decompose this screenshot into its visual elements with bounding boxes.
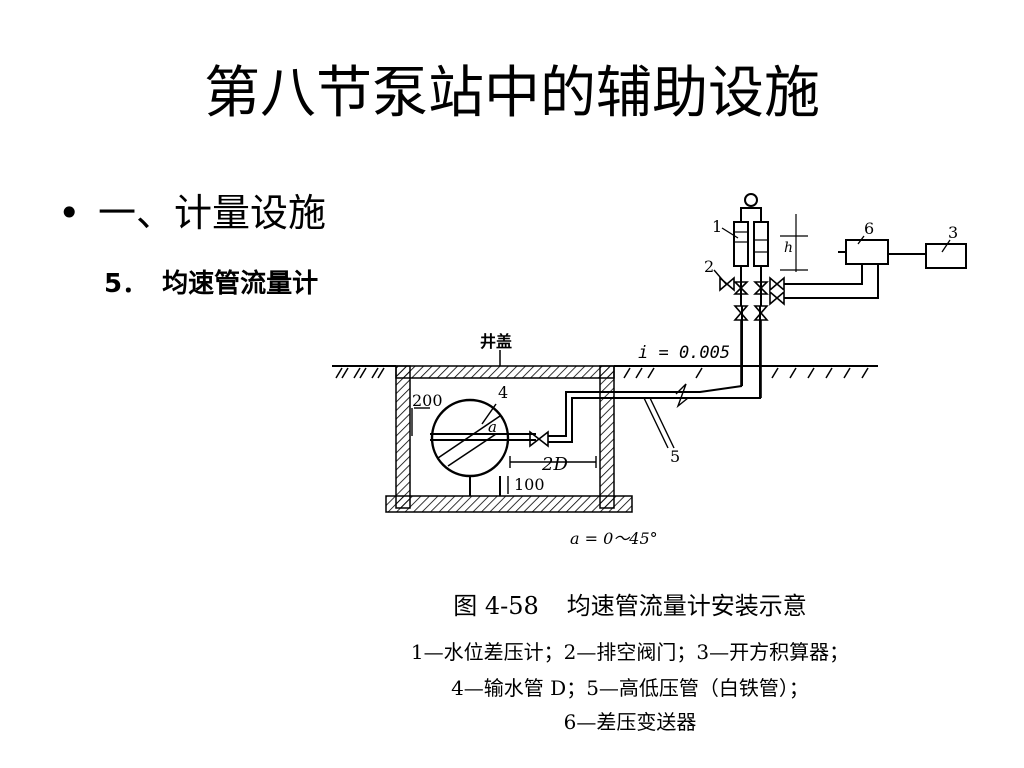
slide-title: 第八节泵站中的辅助设施 [204,61,820,126]
label-angle-a: a [488,418,497,436]
water-main-pipe [430,398,536,478]
label-number-6: 6 [864,219,874,238]
label-number-2: 2 [704,257,714,276]
ground-hatch [335,367,869,379]
figure-legend-line-1: 1—水位差压计；2—排空阀门；3—开方积算器； [410,640,850,664]
label-number-3: 3 [948,223,958,242]
label-h: h [784,240,793,256]
bullet-text: 一、计量设施 [98,191,327,235]
water-level-differential-manometer [733,193,808,306]
drain-valve-icon [713,269,785,306]
label-slope: i = 0.005 [638,343,730,363]
sub-item: 5． 均速管流量计 [104,264,318,304]
label-number-4: 4 [498,383,508,402]
integrating-totalizer [925,243,967,269]
label-dim-100: 100 [514,475,545,494]
figure-legend-line-2: 4—输水管 D；5—高低压管（白铁管）； [451,676,809,700]
sub-item-text: 均速管流量计 [162,269,319,299]
label-angle-range: a = 0～45° [570,529,658,548]
dimension-lines [411,407,597,494]
pipe-support [469,476,501,496]
vertical-valves [733,281,769,398]
sub-item-number: 5． [104,269,149,299]
pressure-tubes [548,306,761,449]
label-number-5: 5 [670,447,680,466]
transmitter-connection [784,264,879,299]
figure-legend-line-3: 6—差压变送器 [563,710,697,734]
manhole-chamber [385,365,633,513]
differential-pressure-transmitter [838,239,926,265]
bullet-item: • 一、计量设施 [58,188,326,238]
label-dim-200: 200 [412,391,443,410]
figure-caption-title: 图 4-58 均速管流量计安装示意 [300,590,960,622]
figure-number: 图 4-58 [453,592,539,620]
label-dim-2d: 2D [541,454,568,475]
chamber-valve-icon [529,430,549,448]
label-number-1: 1 [712,217,722,236]
label-cover: 井盖 [480,332,512,351]
bullet-dot: • [58,191,81,235]
figure-title: 均速管流量计安装示意 [566,592,807,620]
label-leaders [721,227,951,253]
